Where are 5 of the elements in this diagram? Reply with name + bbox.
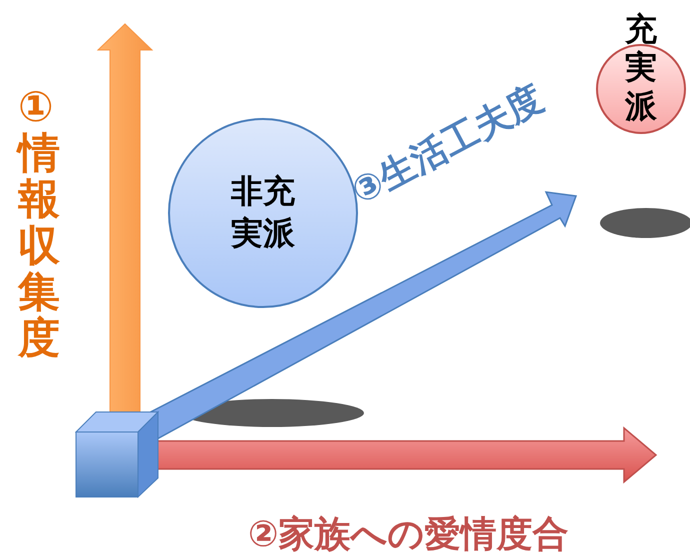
axis-title: ③生活工夫度 <box>344 76 552 215</box>
axis-title: ②家族への愛情度合 <box>248 513 568 557</box>
group-name: 充実派 <box>625 10 657 127</box>
group-name: 非充実派 <box>230 171 296 254</box>
axis-title: ①情報収集度 <box>18 84 60 362</box>
